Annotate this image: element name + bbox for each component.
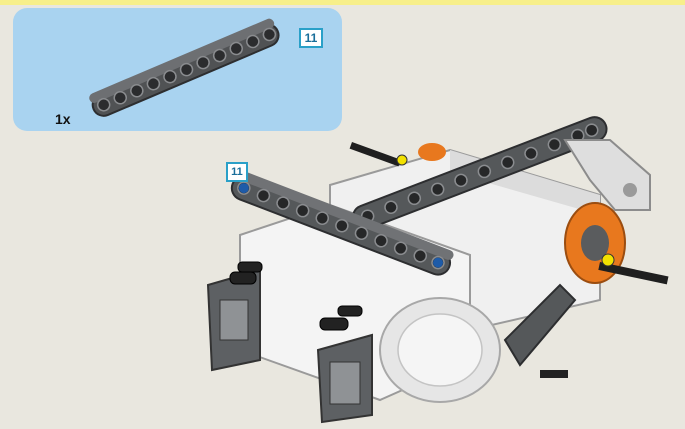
beam-11-illustration: [89, 18, 280, 117]
model-length-badge: 11: [226, 162, 248, 182]
part-quantity: 1x: [55, 111, 71, 127]
top-highlight-strip: [0, 0, 685, 5]
part-length-badge: 11: [299, 28, 323, 48]
parts-callout: 11 1x: [13, 8, 342, 131]
